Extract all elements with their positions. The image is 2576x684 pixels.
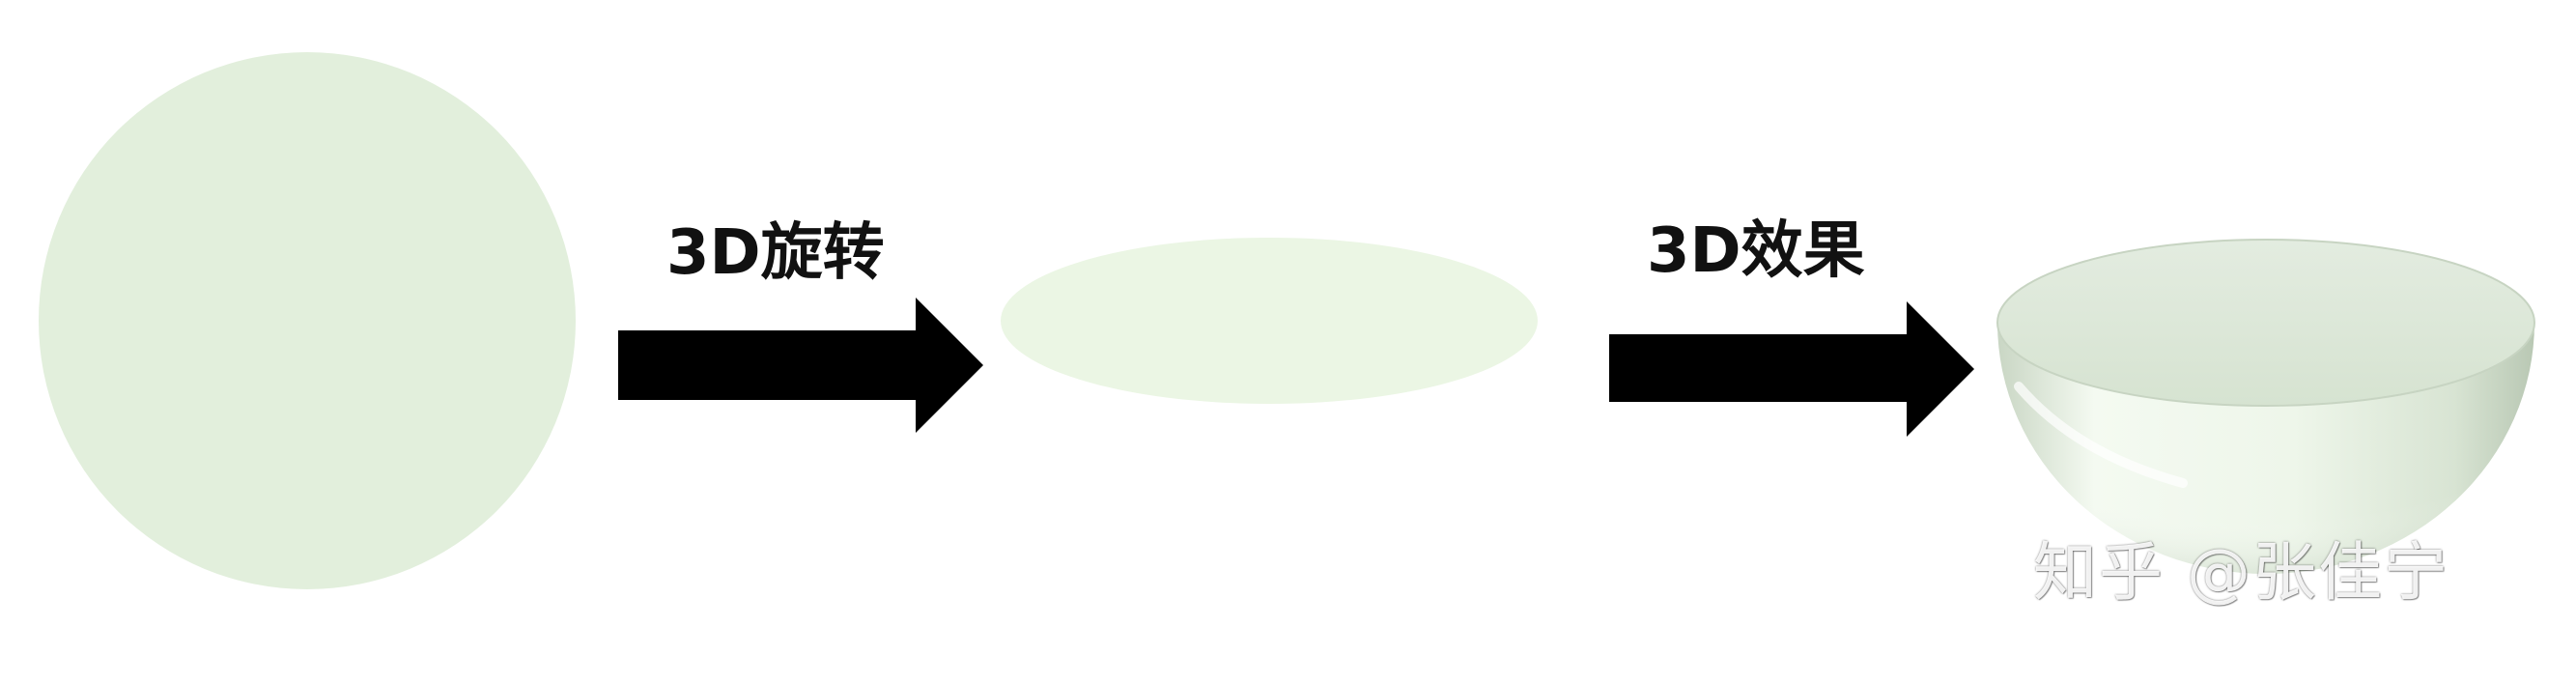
hemisphere-bowl bbox=[1996, 239, 2535, 574]
right-arrow-icon bbox=[618, 298, 983, 433]
rotated-ellipse bbox=[1001, 238, 1538, 404]
step-label-effect: 3D效果 bbox=[1647, 215, 1865, 287]
watermark: 知乎 @张佳宁 bbox=[2033, 535, 2449, 610]
flat-circle bbox=[39, 52, 576, 589]
step-label-rotate: 3D旋转 bbox=[666, 217, 885, 289]
right-arrow-icon bbox=[1609, 301, 1974, 437]
